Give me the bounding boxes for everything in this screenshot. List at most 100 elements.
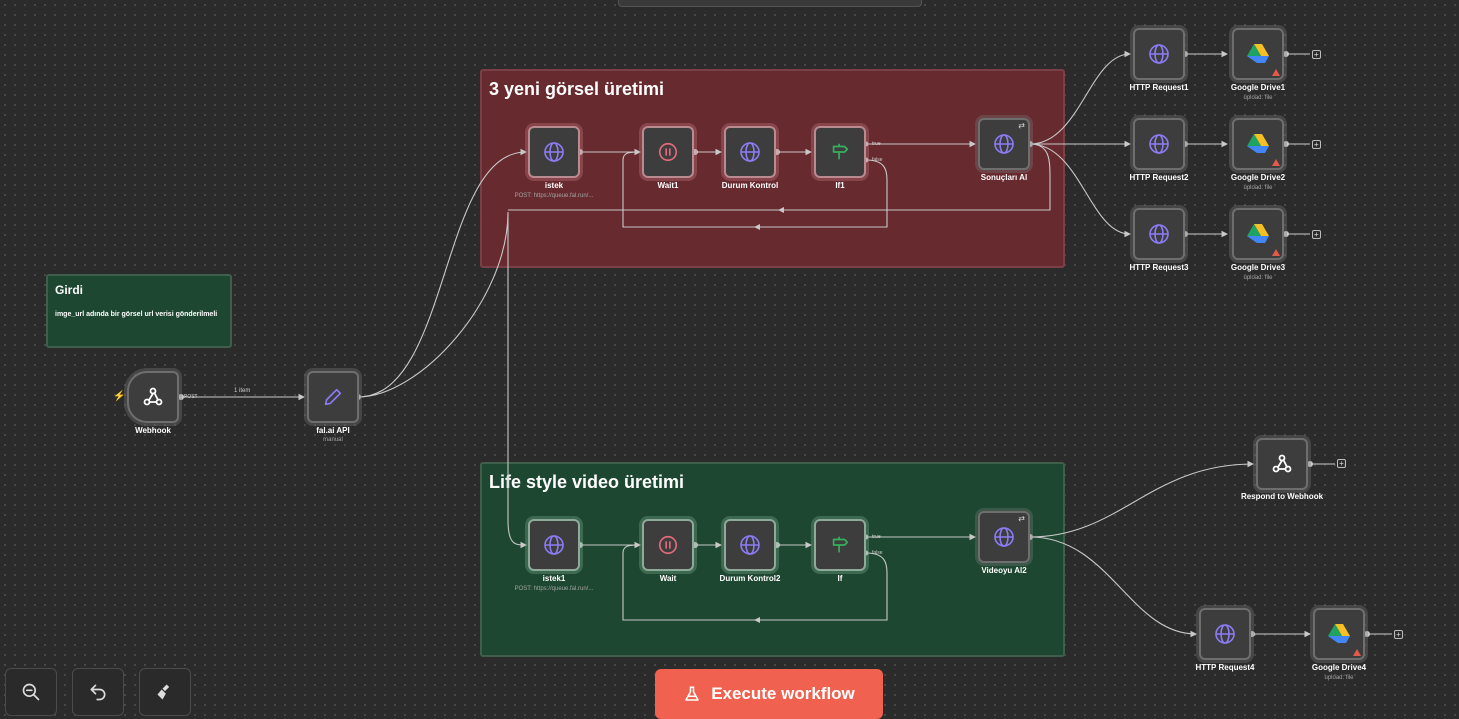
if-true-label: true xyxy=(872,534,881,540)
wire-fal-istek1 xyxy=(357,211,528,549)
warning-icon xyxy=(1353,649,1361,656)
add-node-button[interactable]: + xyxy=(1312,140,1321,149)
google-drive-icon xyxy=(1247,134,1269,153)
node-videoyu-al2[interactable]: ⇄ xyxy=(978,511,1030,563)
node-label: Videoyu Al2 xyxy=(981,566,1027,575)
sticky-note-title: Life style video üretimi xyxy=(489,472,685,492)
node-webhook[interactable] xyxy=(127,371,179,423)
google-drive-icon xyxy=(1328,624,1350,643)
undo-button[interactable] xyxy=(72,668,124,716)
signpost-icon xyxy=(832,143,849,160)
globe-icon xyxy=(994,134,1014,154)
zoom-out-button[interactable] xyxy=(5,668,57,716)
execute-workflow-button[interactable]: Execute workflow xyxy=(655,669,883,719)
google-drive-icon xyxy=(1247,224,1269,243)
node-label: Durum Kontrol xyxy=(721,181,779,190)
node-label: Sonuçları Al xyxy=(980,173,1028,182)
if-false-label: false xyxy=(872,550,883,556)
node-google-drive4[interactable] xyxy=(1313,608,1365,660)
add-node-button[interactable]: + xyxy=(1312,230,1321,239)
node-wait[interactable] xyxy=(642,519,694,571)
wire-fal-istek xyxy=(357,148,528,398)
undo-icon xyxy=(90,684,106,701)
node-label: fal.ai API xyxy=(316,426,350,435)
node-subtitle: upload: file xyxy=(1243,95,1273,101)
sticky-note-title: Girdi xyxy=(55,283,84,297)
wire-sonuc-http1 xyxy=(1029,50,1132,145)
node-label: Wait xyxy=(659,574,677,583)
wire-video-http4 xyxy=(1029,536,1198,638)
clear-execution-button[interactable] xyxy=(139,668,191,716)
webhook-icon xyxy=(1272,454,1292,473)
if-false-label: false xyxy=(872,157,883,163)
connection-item-count: 1 item xyxy=(234,388,251,394)
node-label: HTTP Request2 xyxy=(1129,173,1189,182)
node-subtitle: upload: file xyxy=(1243,275,1273,281)
broom-icon xyxy=(157,684,170,700)
node-label: Webhook xyxy=(135,426,171,435)
add-node-button[interactable]: + xyxy=(1312,50,1321,59)
wire-video-respond xyxy=(1029,460,1255,538)
globe-icon xyxy=(1149,44,1169,64)
wire-sonuc-http3 xyxy=(1029,143,1132,238)
node-durum-kontrol2[interactable] xyxy=(724,519,776,571)
node-sonuclari-al[interactable]: ⇄ xyxy=(978,118,1030,170)
sticky-note-title: 3 yeni görsel üretimi xyxy=(489,79,665,99)
node-http-request3[interactable] xyxy=(1133,208,1185,260)
node-label: If xyxy=(837,574,843,583)
if-true-label: true xyxy=(872,141,881,147)
globe-icon xyxy=(544,142,564,162)
top-panel-tab[interactable] xyxy=(618,0,922,7)
node-label: HTTP Request4 xyxy=(1195,663,1255,672)
node-if[interactable] xyxy=(814,519,866,571)
node-fal-api[interactable] xyxy=(307,371,359,423)
node-google-drive1[interactable] xyxy=(1232,28,1284,80)
trigger-bolt-icon: ⚡ xyxy=(113,391,126,402)
globe-icon xyxy=(1215,624,1235,644)
warning-icon xyxy=(1272,159,1280,166)
node-http-request1[interactable] xyxy=(1133,28,1185,80)
node-subtitle: upload: file xyxy=(1324,675,1354,681)
node-http-request4[interactable] xyxy=(1199,608,1251,660)
refresh-icon: ⇄ xyxy=(1018,514,1025,523)
node-label: Google Drive4 xyxy=(1311,663,1367,672)
node-google-drive3[interactable] xyxy=(1232,208,1284,260)
add-node-button[interactable]: + xyxy=(1337,459,1346,468)
webhook-icon xyxy=(143,387,163,406)
node-google-drive2[interactable] xyxy=(1232,118,1284,170)
globe-icon xyxy=(1149,224,1169,244)
node-label: Respond to Webhook xyxy=(1240,492,1324,501)
node-label: Google Drive3 xyxy=(1230,263,1286,272)
node-subtitle: manual xyxy=(323,437,343,443)
google-drive-icon xyxy=(1247,44,1269,63)
node-wait1[interactable] xyxy=(642,126,694,178)
globe-icon xyxy=(1149,134,1169,154)
refresh-icon: ⇄ xyxy=(1018,121,1025,130)
node-subtitle: POST: https://queue.fal.run/... xyxy=(514,193,594,199)
node-http-request2[interactable] xyxy=(1133,118,1185,170)
node-istek[interactable] xyxy=(528,126,580,178)
node-if1[interactable] xyxy=(814,126,866,178)
pencil-icon xyxy=(324,388,342,406)
node-label: If1 xyxy=(835,181,845,190)
globe-icon xyxy=(544,535,564,555)
node-label: HTTP Request1 xyxy=(1129,83,1189,92)
node-respond-to-webhook[interactable] xyxy=(1256,438,1308,490)
pause-icon xyxy=(658,535,678,555)
node-label: istek1 xyxy=(542,574,566,583)
node-istek1[interactable] xyxy=(528,519,580,571)
globe-icon xyxy=(740,142,760,162)
pause-icon xyxy=(658,142,678,162)
warning-icon xyxy=(1272,69,1280,76)
add-node-button[interactable]: + xyxy=(1394,630,1403,639)
node-subtitle: POST: https://queue.fal.run/... xyxy=(514,586,594,592)
execute-workflow-label: Execute workflow xyxy=(711,684,855,703)
sticky-note-input[interactable]: Girdi imge_url adında bir görsel url ver… xyxy=(46,274,232,348)
sticky-note-body: imge_url adında bir görsel url verisi gö… xyxy=(55,311,218,318)
signpost-icon xyxy=(832,536,849,553)
node-durum-kontrol[interactable] xyxy=(724,126,776,178)
node-label: Wait1 xyxy=(657,181,679,190)
node-label: HTTP Request3 xyxy=(1129,263,1189,272)
node-subtitle: upload: file xyxy=(1243,185,1273,191)
